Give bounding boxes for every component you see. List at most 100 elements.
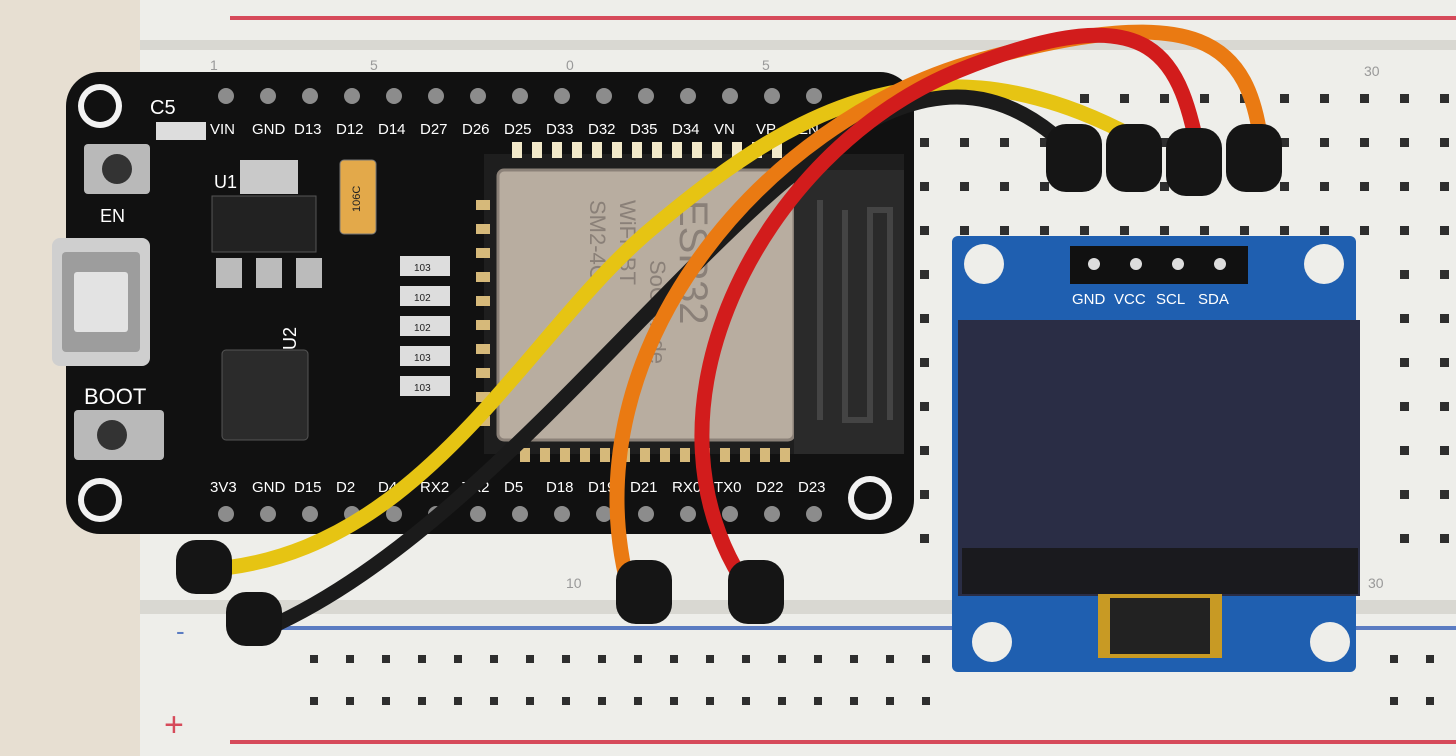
column-number-10: 10 <box>566 575 582 591</box>
breadboard-hole <box>1360 94 1369 103</box>
pin-label: D2 <box>336 479 355 496</box>
pin-d33 <box>554 88 570 104</box>
resistor <box>400 256 450 276</box>
capacitor-c5 <box>156 122 206 140</box>
boot-button[interactable] <box>74 410 164 460</box>
pin-label: D12 <box>336 121 364 138</box>
rail-hole <box>886 697 894 705</box>
breadboard-hole <box>1000 138 1009 147</box>
u1-label: U1 <box>214 172 237 192</box>
breadboard-hole <box>1400 138 1409 147</box>
rail-hole <box>1390 655 1398 663</box>
breadboard-hole <box>1280 226 1289 235</box>
module-pad <box>732 142 742 158</box>
rail-hole <box>706 655 714 663</box>
pin-d32 <box>596 88 612 104</box>
breadboard-hole <box>960 182 969 191</box>
rail-hole <box>778 697 786 705</box>
pin-label: D23 <box>798 479 826 496</box>
rail-hole <box>850 655 858 663</box>
pin-label: D34 <box>672 121 700 138</box>
pin-label: D22 <box>756 479 784 496</box>
module-pad <box>632 142 642 158</box>
breadboard-hole <box>1360 138 1369 147</box>
breadboard-hole <box>1440 314 1449 323</box>
breadboard-hole <box>1400 534 1409 543</box>
breadboard-hole <box>1280 94 1289 103</box>
pin-d15 <box>302 506 318 522</box>
column-number-0: 0 <box>566 57 574 73</box>
wire-end-red <box>728 560 784 624</box>
pin-gnd <box>260 88 276 104</box>
rail-hole <box>922 697 930 705</box>
rail-hole <box>850 697 858 705</box>
rail-hole <box>634 697 642 705</box>
rail-hole <box>490 697 498 705</box>
breadboard-hole <box>1080 226 1089 235</box>
resistor-code: 103 <box>414 383 431 394</box>
breadboard-hole <box>1080 94 1089 103</box>
module-pad <box>772 142 782 158</box>
boot-button-label: BOOT <box>84 384 146 409</box>
rail-hole <box>742 697 750 705</box>
breadboard-hole <box>1400 314 1409 323</box>
breadboard-hole <box>1400 226 1409 235</box>
wire-red <box>694 27 1208 608</box>
pin-d14 <box>386 88 402 104</box>
breadboard-hole <box>1440 270 1449 279</box>
column-number-5: 5 <box>370 57 378 73</box>
pin-d12 <box>344 88 360 104</box>
pin-d26 <box>470 88 486 104</box>
pin-tx2 <box>470 506 486 522</box>
rail-hole <box>922 655 930 663</box>
bottom-power-rail-red <box>230 740 1456 744</box>
breadboard-hole <box>1440 446 1449 455</box>
breadboard-hole <box>1440 534 1449 543</box>
breadboard-hole <box>1040 138 1049 147</box>
oled-pin-label: SCL <box>1156 291 1185 308</box>
module-pad <box>672 142 682 158</box>
rail-hole <box>526 697 534 705</box>
pin-label: D25 <box>504 121 532 138</box>
en-reset-button[interactable] <box>84 144 150 194</box>
rail-hole <box>490 655 498 663</box>
module-pad <box>540 448 550 462</box>
rail-hole <box>706 697 714 705</box>
breadboard-hole <box>1360 182 1369 191</box>
pin-label: D15 <box>294 479 322 496</box>
wire-end-scl-oled <box>1166 128 1222 196</box>
breadboard-hole <box>1120 226 1129 235</box>
breadboard-hole <box>1400 490 1409 499</box>
module-pad <box>476 344 490 354</box>
resistor-code: 102 <box>414 293 431 304</box>
pin-label: D13 <box>294 121 322 138</box>
pin-d5 <box>512 506 528 522</box>
breadboard-hole <box>920 358 929 367</box>
pin-d22 <box>764 506 780 522</box>
module-pad <box>520 448 530 462</box>
rail-hole <box>382 655 390 663</box>
en-button-label: EN <box>100 206 125 226</box>
resistor <box>400 346 450 366</box>
voltage-regulator-u1 <box>211 195 317 253</box>
pin-d34 <box>680 88 696 104</box>
pin-label: D33 <box>546 121 574 138</box>
pin-label: VIN <box>210 121 235 138</box>
usb-uart-chip-u2 <box>221 349 309 441</box>
breadboard-hole <box>1200 226 1209 235</box>
breadboard-hole <box>920 534 929 543</box>
module-pad <box>592 142 602 158</box>
rail-hole <box>418 655 426 663</box>
module-pad <box>712 142 722 158</box>
wire-end-yellow <box>176 540 232 594</box>
breadboard-hole <box>1400 270 1409 279</box>
wire-end-vcc-oled <box>1106 124 1162 192</box>
breadboard-hole <box>1000 226 1009 235</box>
wire-end-orange <box>616 560 672 624</box>
rail-hole <box>634 655 642 663</box>
breadboard-hole <box>960 226 969 235</box>
oled-pin-label: VCC <box>1114 291 1146 308</box>
